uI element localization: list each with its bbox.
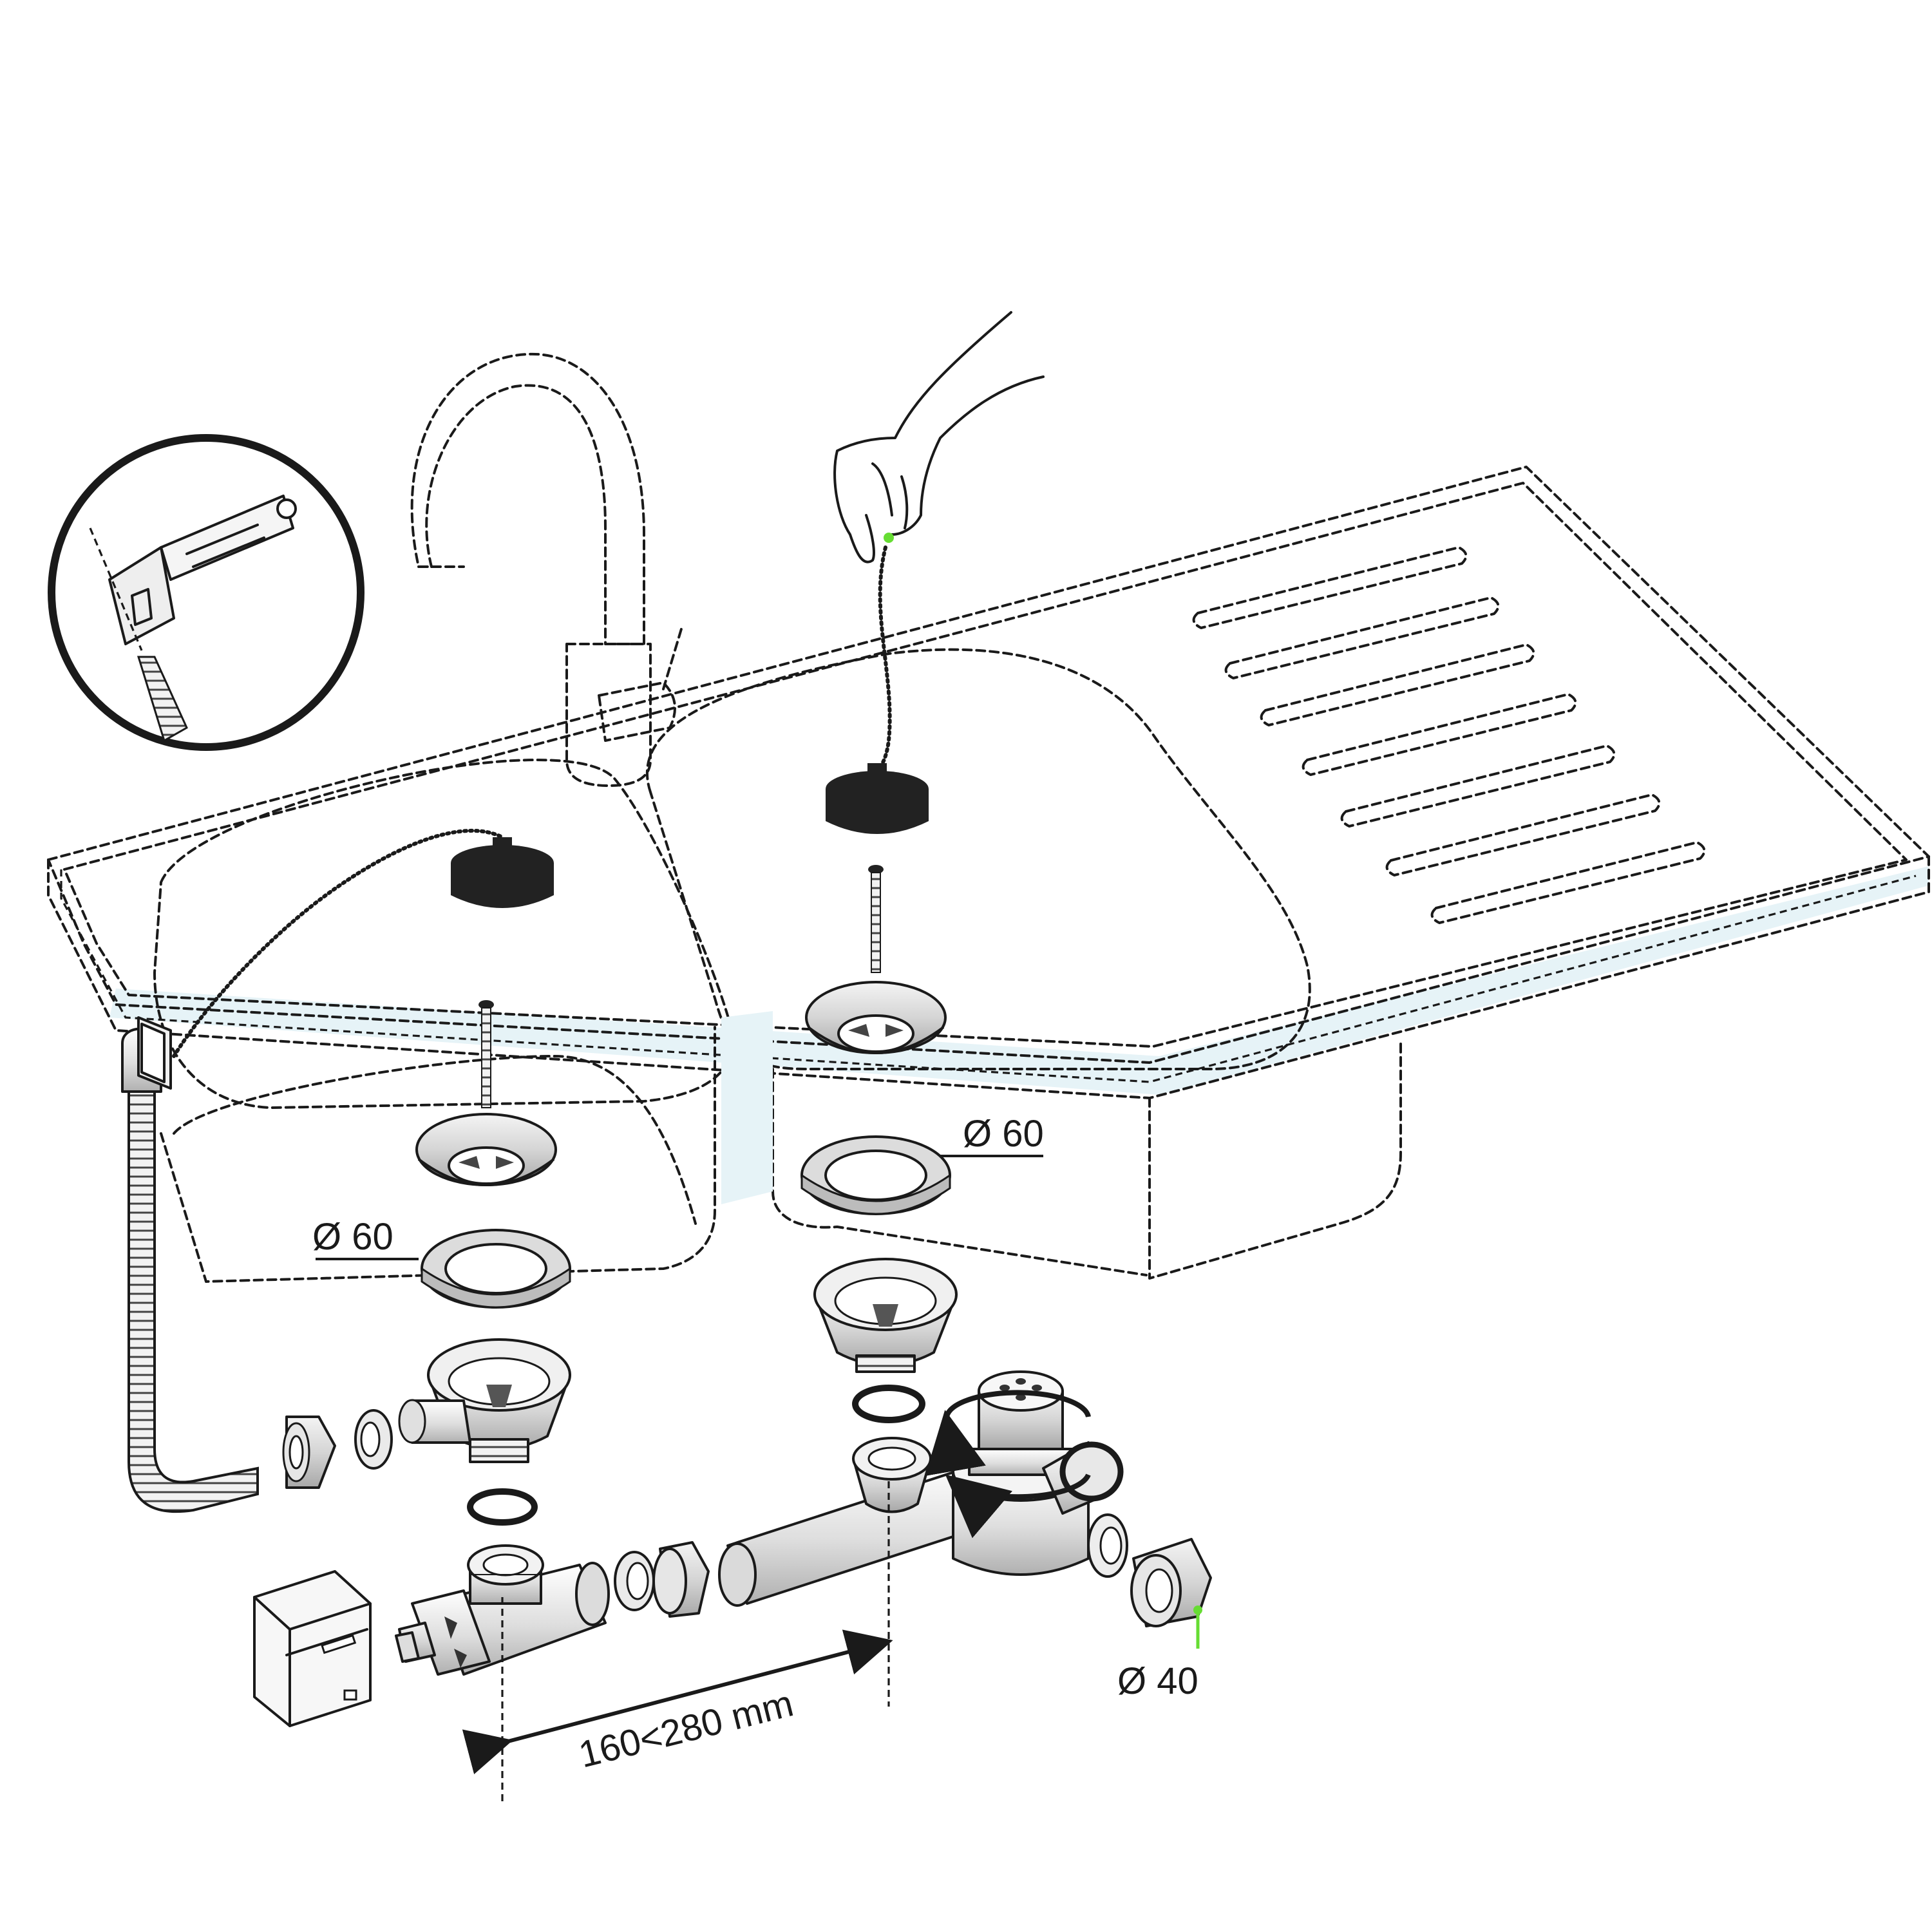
centre-ring xyxy=(614,1551,655,1611)
right-plug-assembly xyxy=(826,545,929,834)
sink-front-edge xyxy=(47,855,1930,1099)
left-side-nut xyxy=(282,1416,336,1489)
washing-machine-icon xyxy=(253,1570,372,1727)
outlet-washer xyxy=(1087,1513,1128,1578)
faucet-outline xyxy=(410,352,684,787)
right-bowl xyxy=(646,648,1311,1070)
left-basket xyxy=(398,1338,571,1463)
right-basket xyxy=(813,1258,958,1373)
right-bowl-front xyxy=(772,1068,1148,1276)
left-bowl-front xyxy=(160,1026,716,1283)
right-coupling-nut xyxy=(852,1437,932,1513)
right-strainer-top xyxy=(805,981,947,1054)
left-basket-o-ring xyxy=(467,1488,538,1526)
outlet-diameter-label: Ø 40 xyxy=(1117,1660,1198,1702)
hand xyxy=(833,311,1045,564)
right-plug-chain xyxy=(867,545,892,781)
left-bowl-floor xyxy=(173,1055,697,1225)
left-side-washer xyxy=(354,1409,393,1470)
overflow-detail-inset xyxy=(48,434,365,751)
bowl-divider-tint xyxy=(721,1011,773,1204)
sink-outline xyxy=(47,466,1930,1283)
left-plug-assembly xyxy=(172,828,554,1058)
spacing-arrow xyxy=(462,1629,893,1775)
left-seal-ring xyxy=(421,1229,571,1309)
centre-nut xyxy=(652,1541,710,1618)
worktop-tint xyxy=(109,866,1929,1095)
sink-top-rim-inner xyxy=(63,482,1908,1048)
right-bolt xyxy=(868,865,884,973)
left-plug xyxy=(451,863,554,908)
right-seal-ring xyxy=(800,1135,951,1215)
right-basket-o-ring xyxy=(852,1385,925,1423)
left-diameter-label: Ø 60 xyxy=(312,1216,393,1258)
outlet-nut xyxy=(1130,1538,1212,1627)
overflow-hose-detail xyxy=(137,656,188,743)
sink-front-edge-inner xyxy=(60,869,1917,1083)
right-diameter-label: Ø 60 xyxy=(963,1113,1044,1155)
overflow-hose xyxy=(121,1016,259,1513)
left-bowl xyxy=(153,759,734,1109)
left-plug-chain xyxy=(172,828,504,1058)
drainer-ribs xyxy=(1192,546,1706,924)
sink-top-rim xyxy=(47,466,1930,1064)
right-plug xyxy=(826,789,929,834)
sink-underside xyxy=(1148,1042,1402,1280)
left-bolt xyxy=(478,1000,494,1108)
dimension-annotations xyxy=(316,1155,1200,1803)
pull-point xyxy=(884,533,894,543)
bottle-trap xyxy=(924,1370,1124,1576)
left-strainer-top xyxy=(415,1113,557,1186)
